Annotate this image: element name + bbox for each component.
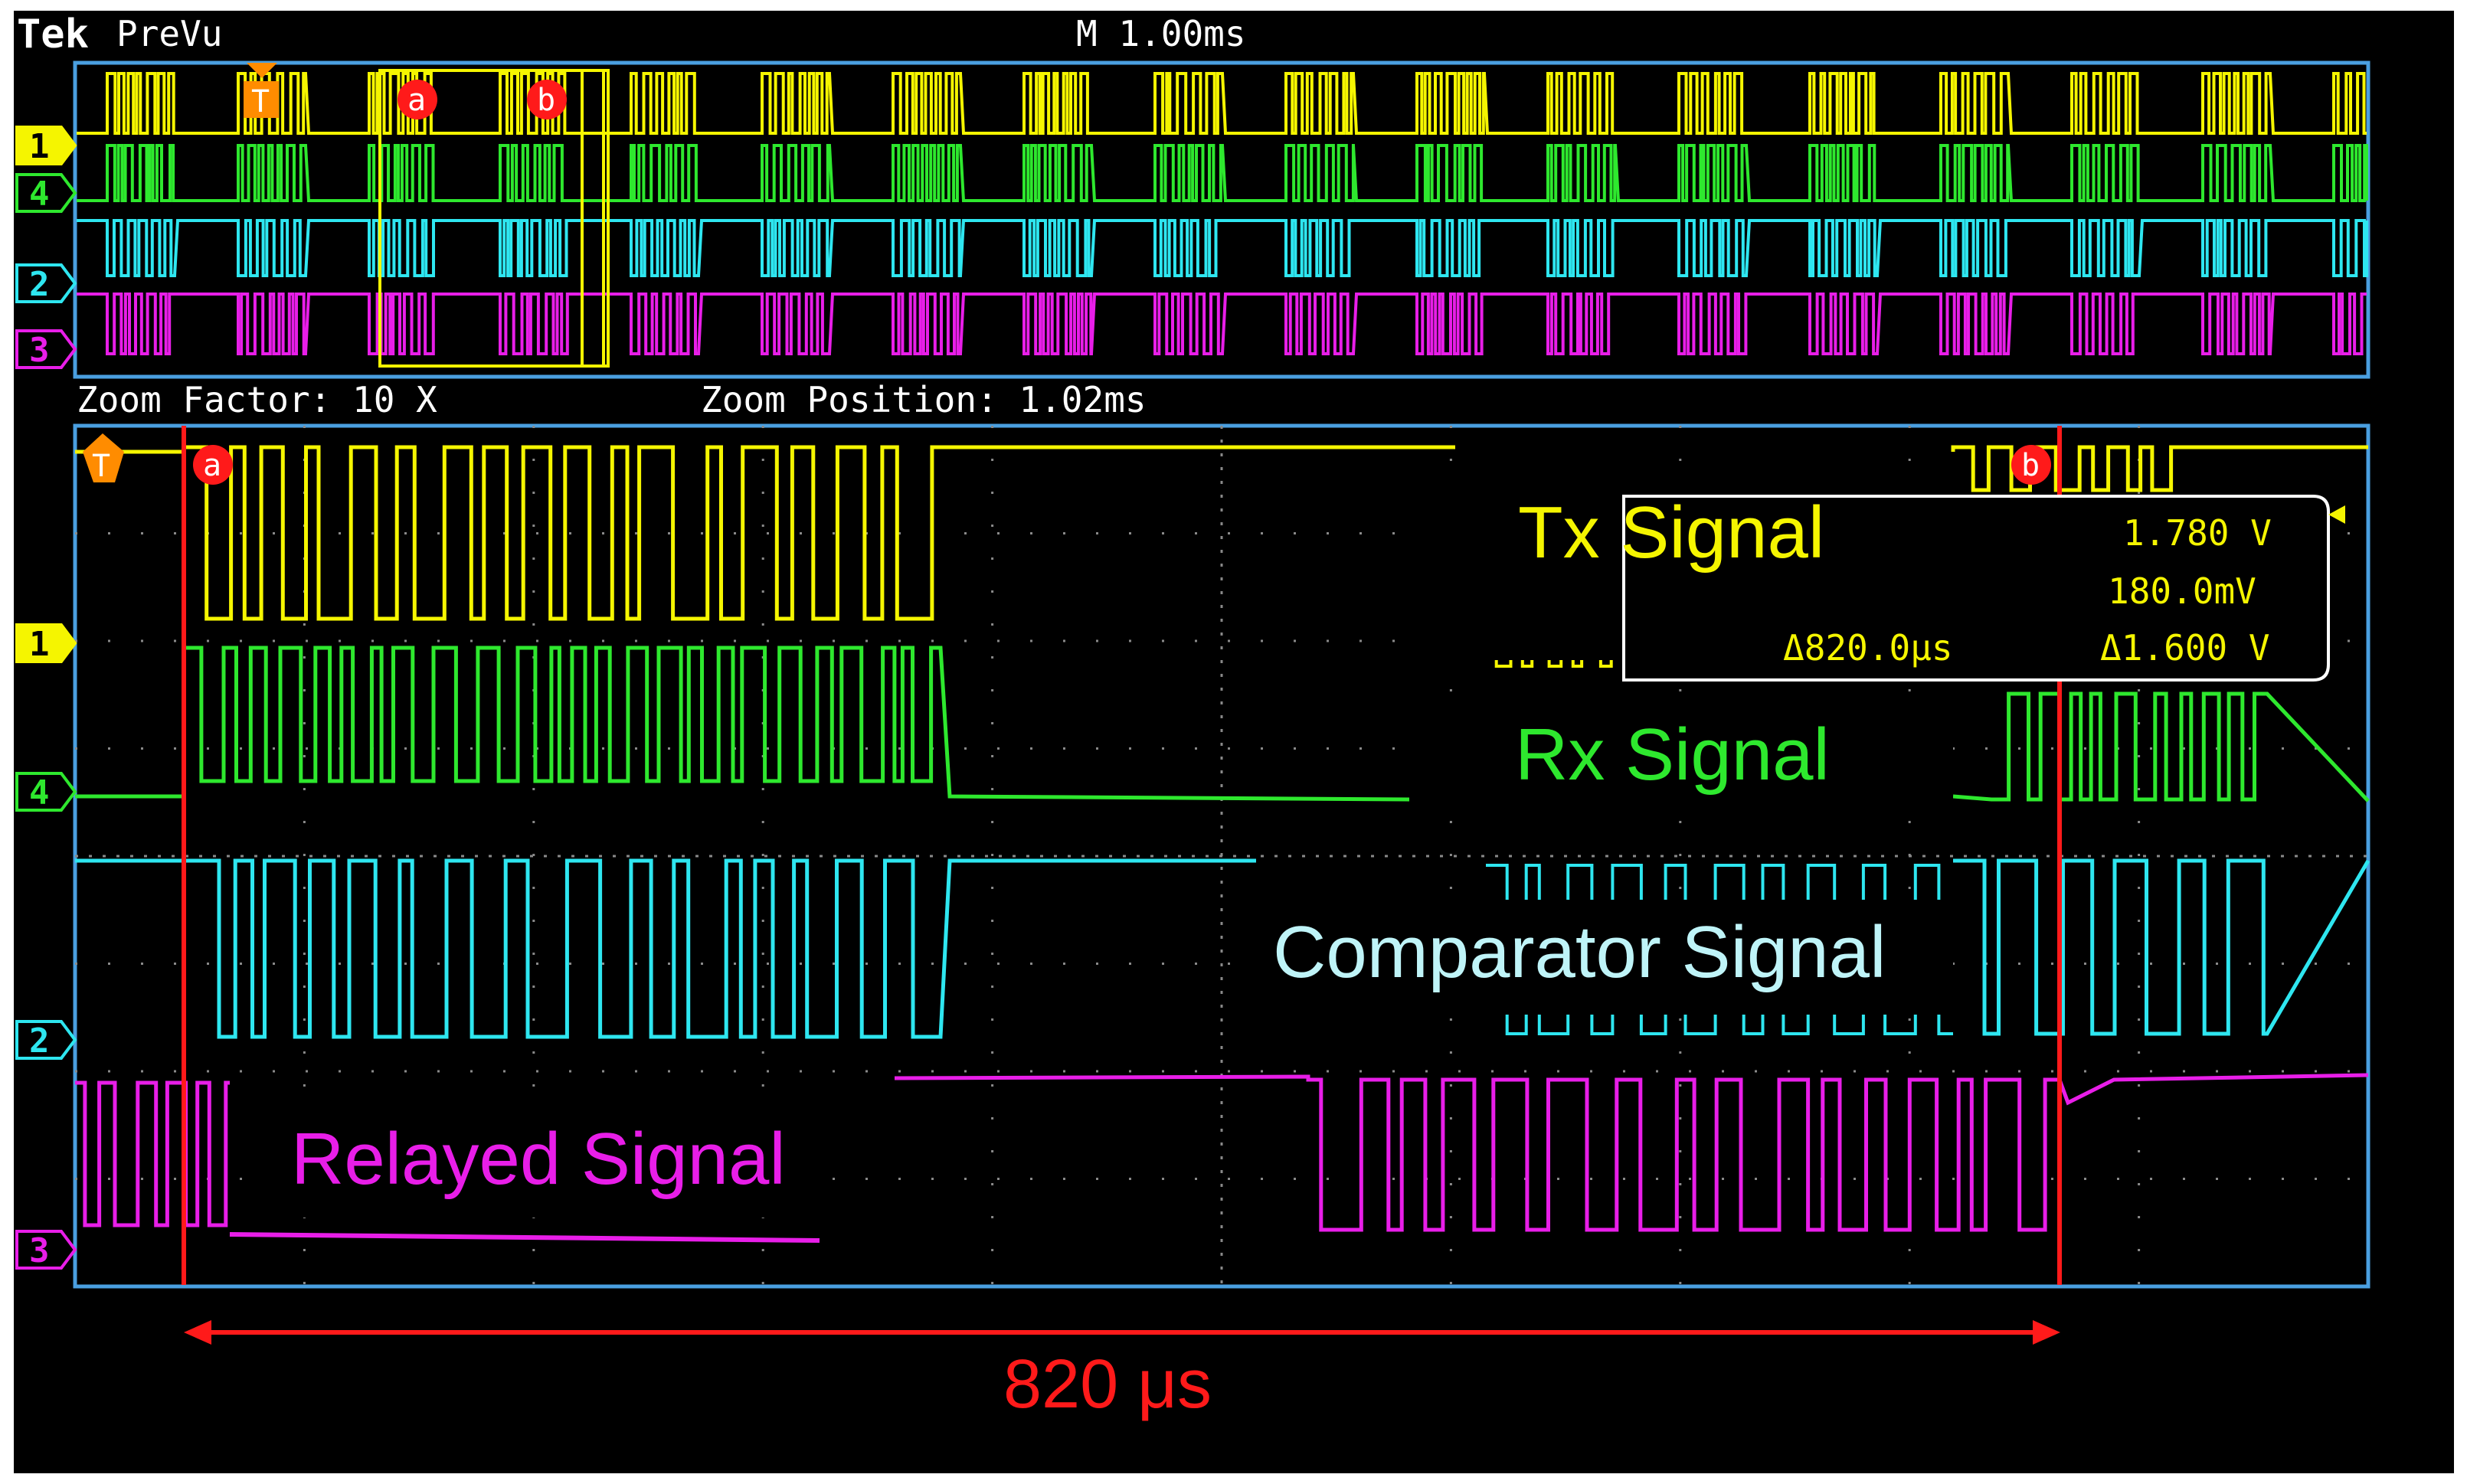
relayed-trace-head xyxy=(75,1080,230,1227)
timebase-label: M 1.00ms xyxy=(1076,13,1246,54)
zoom-window-box-right xyxy=(581,69,610,368)
zoom-ch2-marker-shape xyxy=(15,1020,77,1060)
zoom-ch2-marker-label: 2 xyxy=(29,1021,50,1061)
readout-delta-t: Δ820.0μs xyxy=(1783,627,1953,668)
relayed-annotation-bg xyxy=(245,1095,827,1218)
cursor-readout: 1.780 V 180.0mV Δ820.0μs Δ1.600 V xyxy=(1622,495,2345,682)
overview-trigger-marker: T xyxy=(244,63,279,119)
zoom-ch2-marker: 2 xyxy=(15,1020,77,1061)
overview-ch3-marker-label: 3 xyxy=(29,331,50,370)
duration-arrow xyxy=(184,1320,2060,1345)
zoom-traces xyxy=(75,445,2370,1243)
comparator-signal-label: Comparator Signal xyxy=(1273,911,1886,993)
tx-signal-label: Tx Signal xyxy=(1518,492,1824,574)
relayed-signal-label: Relayed Signal xyxy=(291,1118,786,1200)
cursor-b-label: b xyxy=(537,83,555,118)
relayed-trace xyxy=(894,1073,2369,1232)
trigger-label: T xyxy=(251,84,270,119)
zoom-position-label: Zoom Position: 1.02ms xyxy=(701,379,1147,420)
overview-trace-ch1 xyxy=(77,72,2367,135)
brand-label: Tek xyxy=(17,11,89,57)
comparator-trace xyxy=(75,858,1256,1039)
comparator-trace-tail xyxy=(1953,858,2370,1036)
overview-ch2-marker-label: 2 xyxy=(29,265,50,304)
zoom-trigger-marker: T xyxy=(83,433,124,484)
readout-v-b: 180.0mV xyxy=(2108,570,2256,612)
rx-annotation-bg xyxy=(1409,704,1953,819)
comparator-annotation-bg xyxy=(1256,900,1953,1015)
overview-traces xyxy=(77,72,2368,355)
overview-ch3-marker-shape xyxy=(15,329,77,369)
zoom-ch3-marker-shape xyxy=(15,1230,77,1270)
overview-ch4-marker-label: 4 xyxy=(29,175,50,214)
zoom-ch1-marker: 1 xyxy=(15,623,77,664)
zoom-cursor-b-label: b xyxy=(2021,448,2040,483)
zoom-ch4-marker-label: 4 xyxy=(29,773,50,812)
overview-ch1-marker-shape xyxy=(15,126,77,165)
overview-cursor-b: b xyxy=(527,80,567,119)
zoom-window-box xyxy=(378,69,605,368)
mode-label: PreVu xyxy=(116,13,222,54)
zoom-factor-label: Zoom Factor: 10 X xyxy=(77,379,437,420)
overview-cursor-a: a xyxy=(398,80,437,119)
overview-trace-ch2 xyxy=(77,219,2368,277)
overview-ch1-marker-label: 1 xyxy=(29,127,50,166)
overview-ch1-marker: 1 xyxy=(15,126,77,166)
zoom-ch3-marker: 3 xyxy=(15,1230,77,1270)
duration-label: 820 μs xyxy=(1003,1346,1212,1423)
zoom-cursor-b-marker: b xyxy=(2011,445,2051,485)
overview-frame xyxy=(73,60,2370,379)
readout-delta-v: Δ1.600 V xyxy=(2100,627,2270,668)
overview-ch3-marker: 3 xyxy=(15,329,77,370)
rx-signal-label: Rx Signal xyxy=(1515,714,1830,796)
overview-channel-markers: 1 4 2 3 xyxy=(15,126,77,370)
tx-trace-tail xyxy=(1951,445,2368,492)
relayed-trace-low xyxy=(229,1232,820,1243)
tx-trace xyxy=(75,445,1455,621)
zoom-ch4-marker-shape xyxy=(15,772,77,812)
zoom-channel-markers: 1 4 2 3 xyxy=(15,623,77,1270)
zoom-cursor-a-marker: a xyxy=(193,445,233,485)
overview-trace-ch3 xyxy=(77,293,2367,355)
overview-ch4-marker-shape xyxy=(15,173,77,213)
zoom-trigger-label: T xyxy=(92,449,110,484)
readout-v-a: 1.780 V xyxy=(2123,512,2272,554)
overview-ch4-marker: 4 xyxy=(15,173,77,214)
overview-ch2-marker-shape xyxy=(15,263,77,303)
screen-background xyxy=(14,11,2454,1473)
zoom-ch3-marker-label: 3 xyxy=(29,1231,50,1270)
zoom-ch1-marker-label: 1 xyxy=(29,625,50,664)
zoom-cursor-a-label: a xyxy=(203,448,221,483)
rx-trace-tail xyxy=(1952,691,2370,802)
rx-trace xyxy=(75,646,1410,802)
overview-ch2-marker: 2 xyxy=(15,263,77,304)
overview-trace-ch4 xyxy=(77,144,2368,202)
zoom-ch4-marker: 4 xyxy=(15,772,77,812)
cursor-a-label: a xyxy=(407,83,426,118)
zoom-ch1-marker-shape xyxy=(15,623,77,663)
